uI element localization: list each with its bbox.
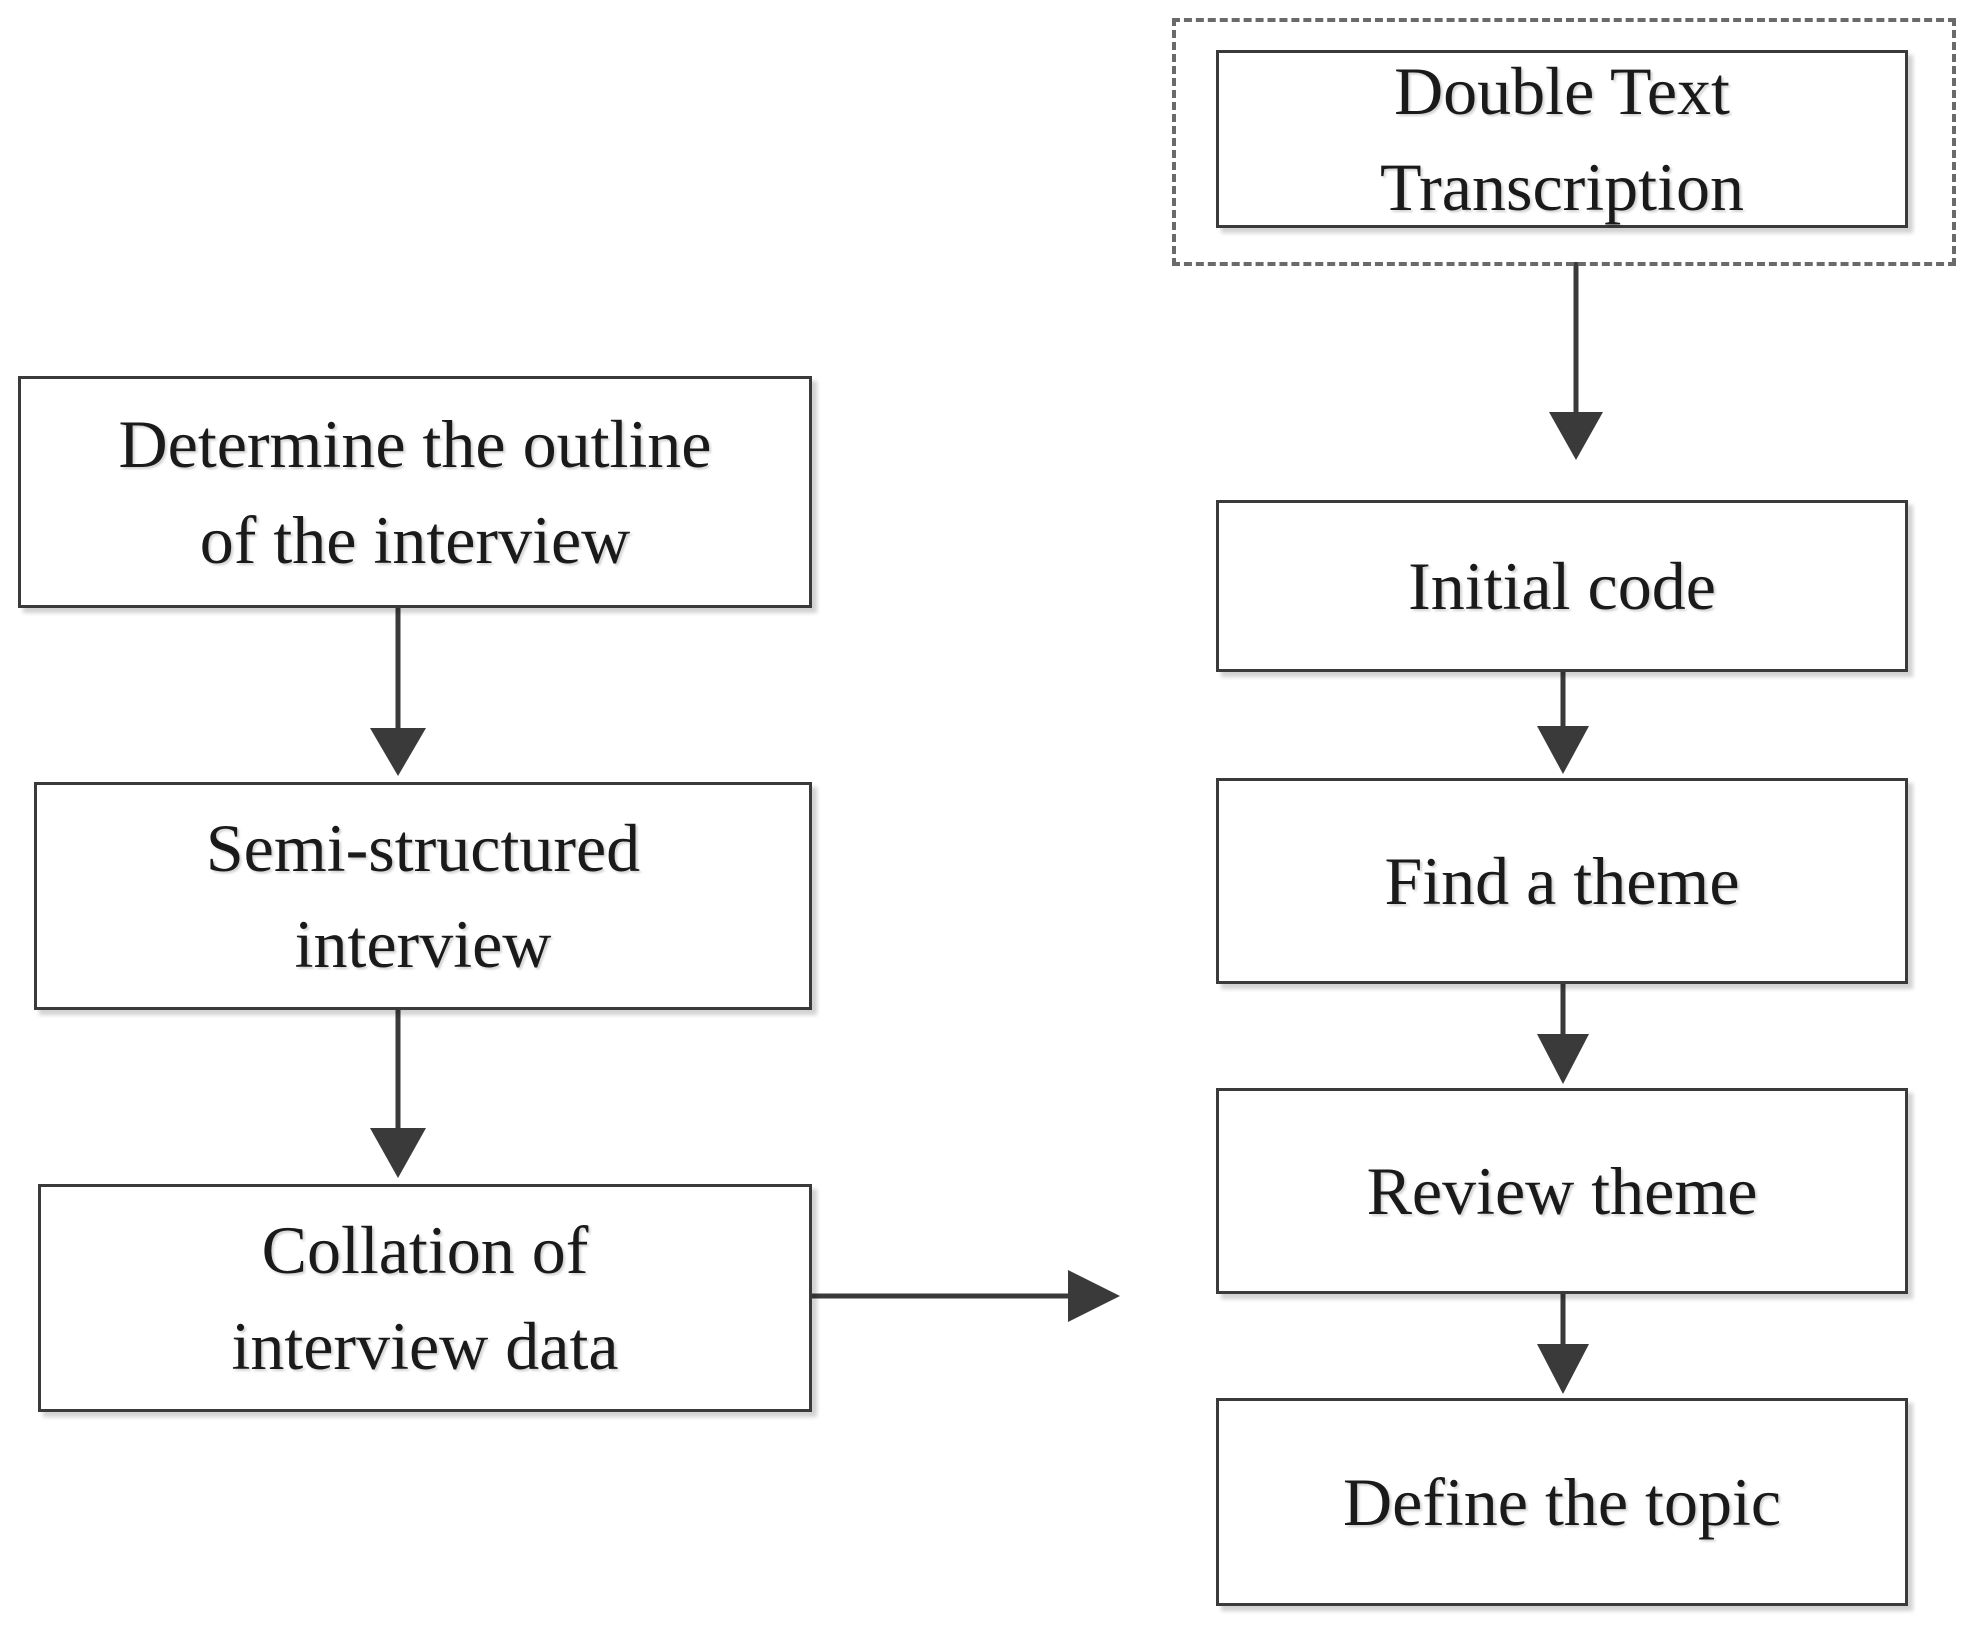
box-collation-interview-data-label: Collation of interview data (231, 1212, 619, 1384)
box-define-the-topic: Define the topic (1216, 1398, 1908, 1606)
box-find-a-theme: Find a theme (1216, 778, 1908, 984)
box-review-theme-label: Review theme (1366, 1153, 1758, 1229)
box-collation-interview-data: Collation of interview data (38, 1184, 812, 1412)
box-initial-code-label: Initial code (1408, 548, 1716, 624)
arrow-find-to-review (1537, 984, 1589, 1084)
box-find-a-theme-label: Find a theme (1384, 843, 1740, 919)
box-initial-code: Initial code (1216, 500, 1908, 672)
arrow-transcription-to-initial (1549, 262, 1603, 460)
arrow-review-to-define (1537, 1294, 1589, 1394)
box-double-text-transcription-label: Double Text Transcription (1380, 53, 1744, 225)
arrow-semi-to-collation (370, 1010, 426, 1178)
box-determine-outline: Determine the outline of the interview (18, 376, 812, 608)
arrow-collation-to-right-column (812, 1270, 1120, 1322)
arrow-initial-to-find (1537, 672, 1589, 774)
box-semi-structured-interview-label: Semi-structured interview (205, 810, 641, 982)
box-define-the-topic-label: Define the topic (1342, 1464, 1782, 1540)
box-double-text-transcription: Double Text Transcription (1216, 50, 1908, 228)
arrow-outline-to-semi (370, 608, 426, 776)
box-review-theme: Review theme (1216, 1088, 1908, 1294)
transcription-dashed-group (1172, 18, 1956, 266)
box-semi-structured-interview: Semi-structured interview (34, 782, 812, 1010)
box-determine-outline-label: Determine the outline of the interview (118, 406, 712, 578)
